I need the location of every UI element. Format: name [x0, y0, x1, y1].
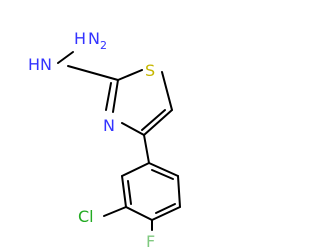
- bond-c5-c4-double: [141, 109, 166, 131]
- bond-nh-nh2: [57, 51, 74, 64]
- bond-c6p-c1p: [148, 162, 179, 177]
- bond-inner-2: [155, 203, 176, 214]
- bond-s-c5: [161, 71, 173, 111]
- bonds: [57, 51, 181, 231]
- atom-labels: H N 2 HN S N Cl F: [28, 29, 155, 250]
- atom-f: F: [146, 232, 155, 250]
- bond-n3-c2-double: [105, 82, 112, 111]
- bond-c3p-cl: [103, 206, 127, 217]
- atom-nh2-subscript: 2: [100, 39, 107, 52]
- atom-n-nh2: N: [88, 29, 100, 48]
- bond-c4p-c5p: [151, 206, 181, 221]
- atom-cl: Cl: [78, 207, 94, 226]
- molecule-canvas: H N 2 HN S N Cl F: [28, 29, 181, 250]
- atom-hn: HN: [28, 55, 52, 74]
- bond-n3-c2: [112, 79, 119, 113]
- bond-c2p-c3p: [121, 175, 127, 208]
- bond-c2-s: [117, 69, 143, 81]
- bond-inner-1: [127, 180, 132, 205]
- bond-c5p-c6p: [177, 175, 181, 208]
- bond-c5-c4: [143, 109, 173, 136]
- structure-diagram: H N 2 HN S N Cl F: [28, 29, 181, 250]
- atom-s: S: [145, 61, 155, 80]
- atom-n-ring: N: [103, 116, 115, 135]
- bond-nh-c2: [67, 65, 119, 81]
- bond-c4-n3: [121, 122, 145, 136]
- atom-h-on-nh2: H: [74, 29, 86, 48]
- bond-c4-c1p: [143, 134, 150, 164]
- bond-c1p-c2p: [121, 162, 150, 177]
- bond-inner-3: [151, 169, 174, 180]
- bond-c3p-c4p: [125, 206, 153, 221]
